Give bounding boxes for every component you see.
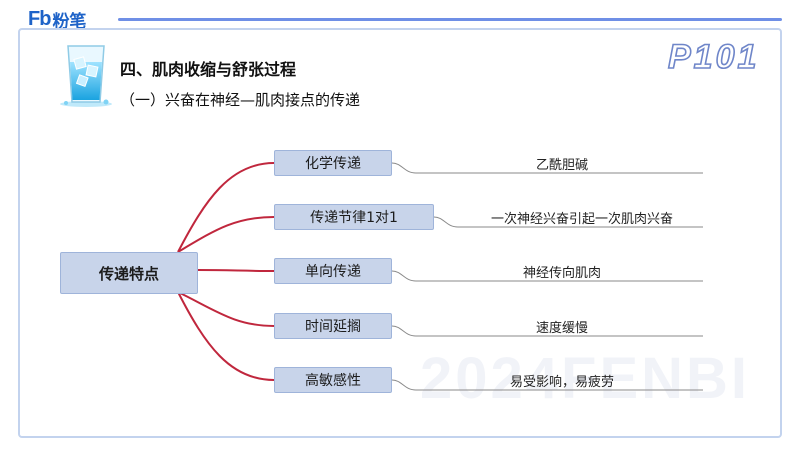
section-title: 四、肌肉收缩与舒张过程 xyxy=(120,60,297,79)
detail-chemical-transmission: 乙酰胆碱 xyxy=(535,158,588,173)
detail-connector xyxy=(391,325,703,337)
branch-connector xyxy=(177,291,275,381)
branch-chemical-transmission: 化学传递 xyxy=(274,150,392,176)
detail-connector xyxy=(391,162,703,174)
branch-connector xyxy=(177,216,275,253)
branch-high-sensitivity: 高敏感性 xyxy=(274,367,392,393)
branch-rhythm-one-to-one: 传递节律1对1 xyxy=(274,204,434,230)
detail-rhythm-one-to-one: 一次神经兴奋引起一次肌肉兴奋 xyxy=(490,212,673,227)
branch-one-way-transmission: 单向传递 xyxy=(274,258,392,284)
detail-one-way-transmission: 神经传向肌肉 xyxy=(522,266,601,281)
page-number: P101 xyxy=(667,37,760,77)
fenbi-logo: Fb 粉笔 xyxy=(28,7,87,32)
branch-connector xyxy=(177,162,275,253)
branch-time-delay: 时间延搁 xyxy=(274,313,392,339)
watermark: 2024FENBI xyxy=(420,346,751,411)
detail-connector xyxy=(433,216,703,228)
detail-connector xyxy=(391,270,703,282)
water-glass-icon xyxy=(60,45,112,107)
detail-connector xyxy=(391,379,703,391)
mindmap-root: 传递特点 xyxy=(60,252,198,294)
slide-frame xyxy=(18,28,782,438)
subsection-title: （一）兴奋在神经—肌肉接点的传递 xyxy=(120,91,361,109)
logo-name: 粉笔 xyxy=(52,11,87,32)
detail-high-sensitivity: 易受影响，易疲劳 xyxy=(509,375,614,390)
branch-connector xyxy=(197,269,275,272)
logo-mark: Fb xyxy=(28,7,51,30)
branch-connector xyxy=(177,291,275,327)
detail-time-delay: 速度缓慢 xyxy=(535,321,588,336)
header-rule xyxy=(118,18,782,21)
